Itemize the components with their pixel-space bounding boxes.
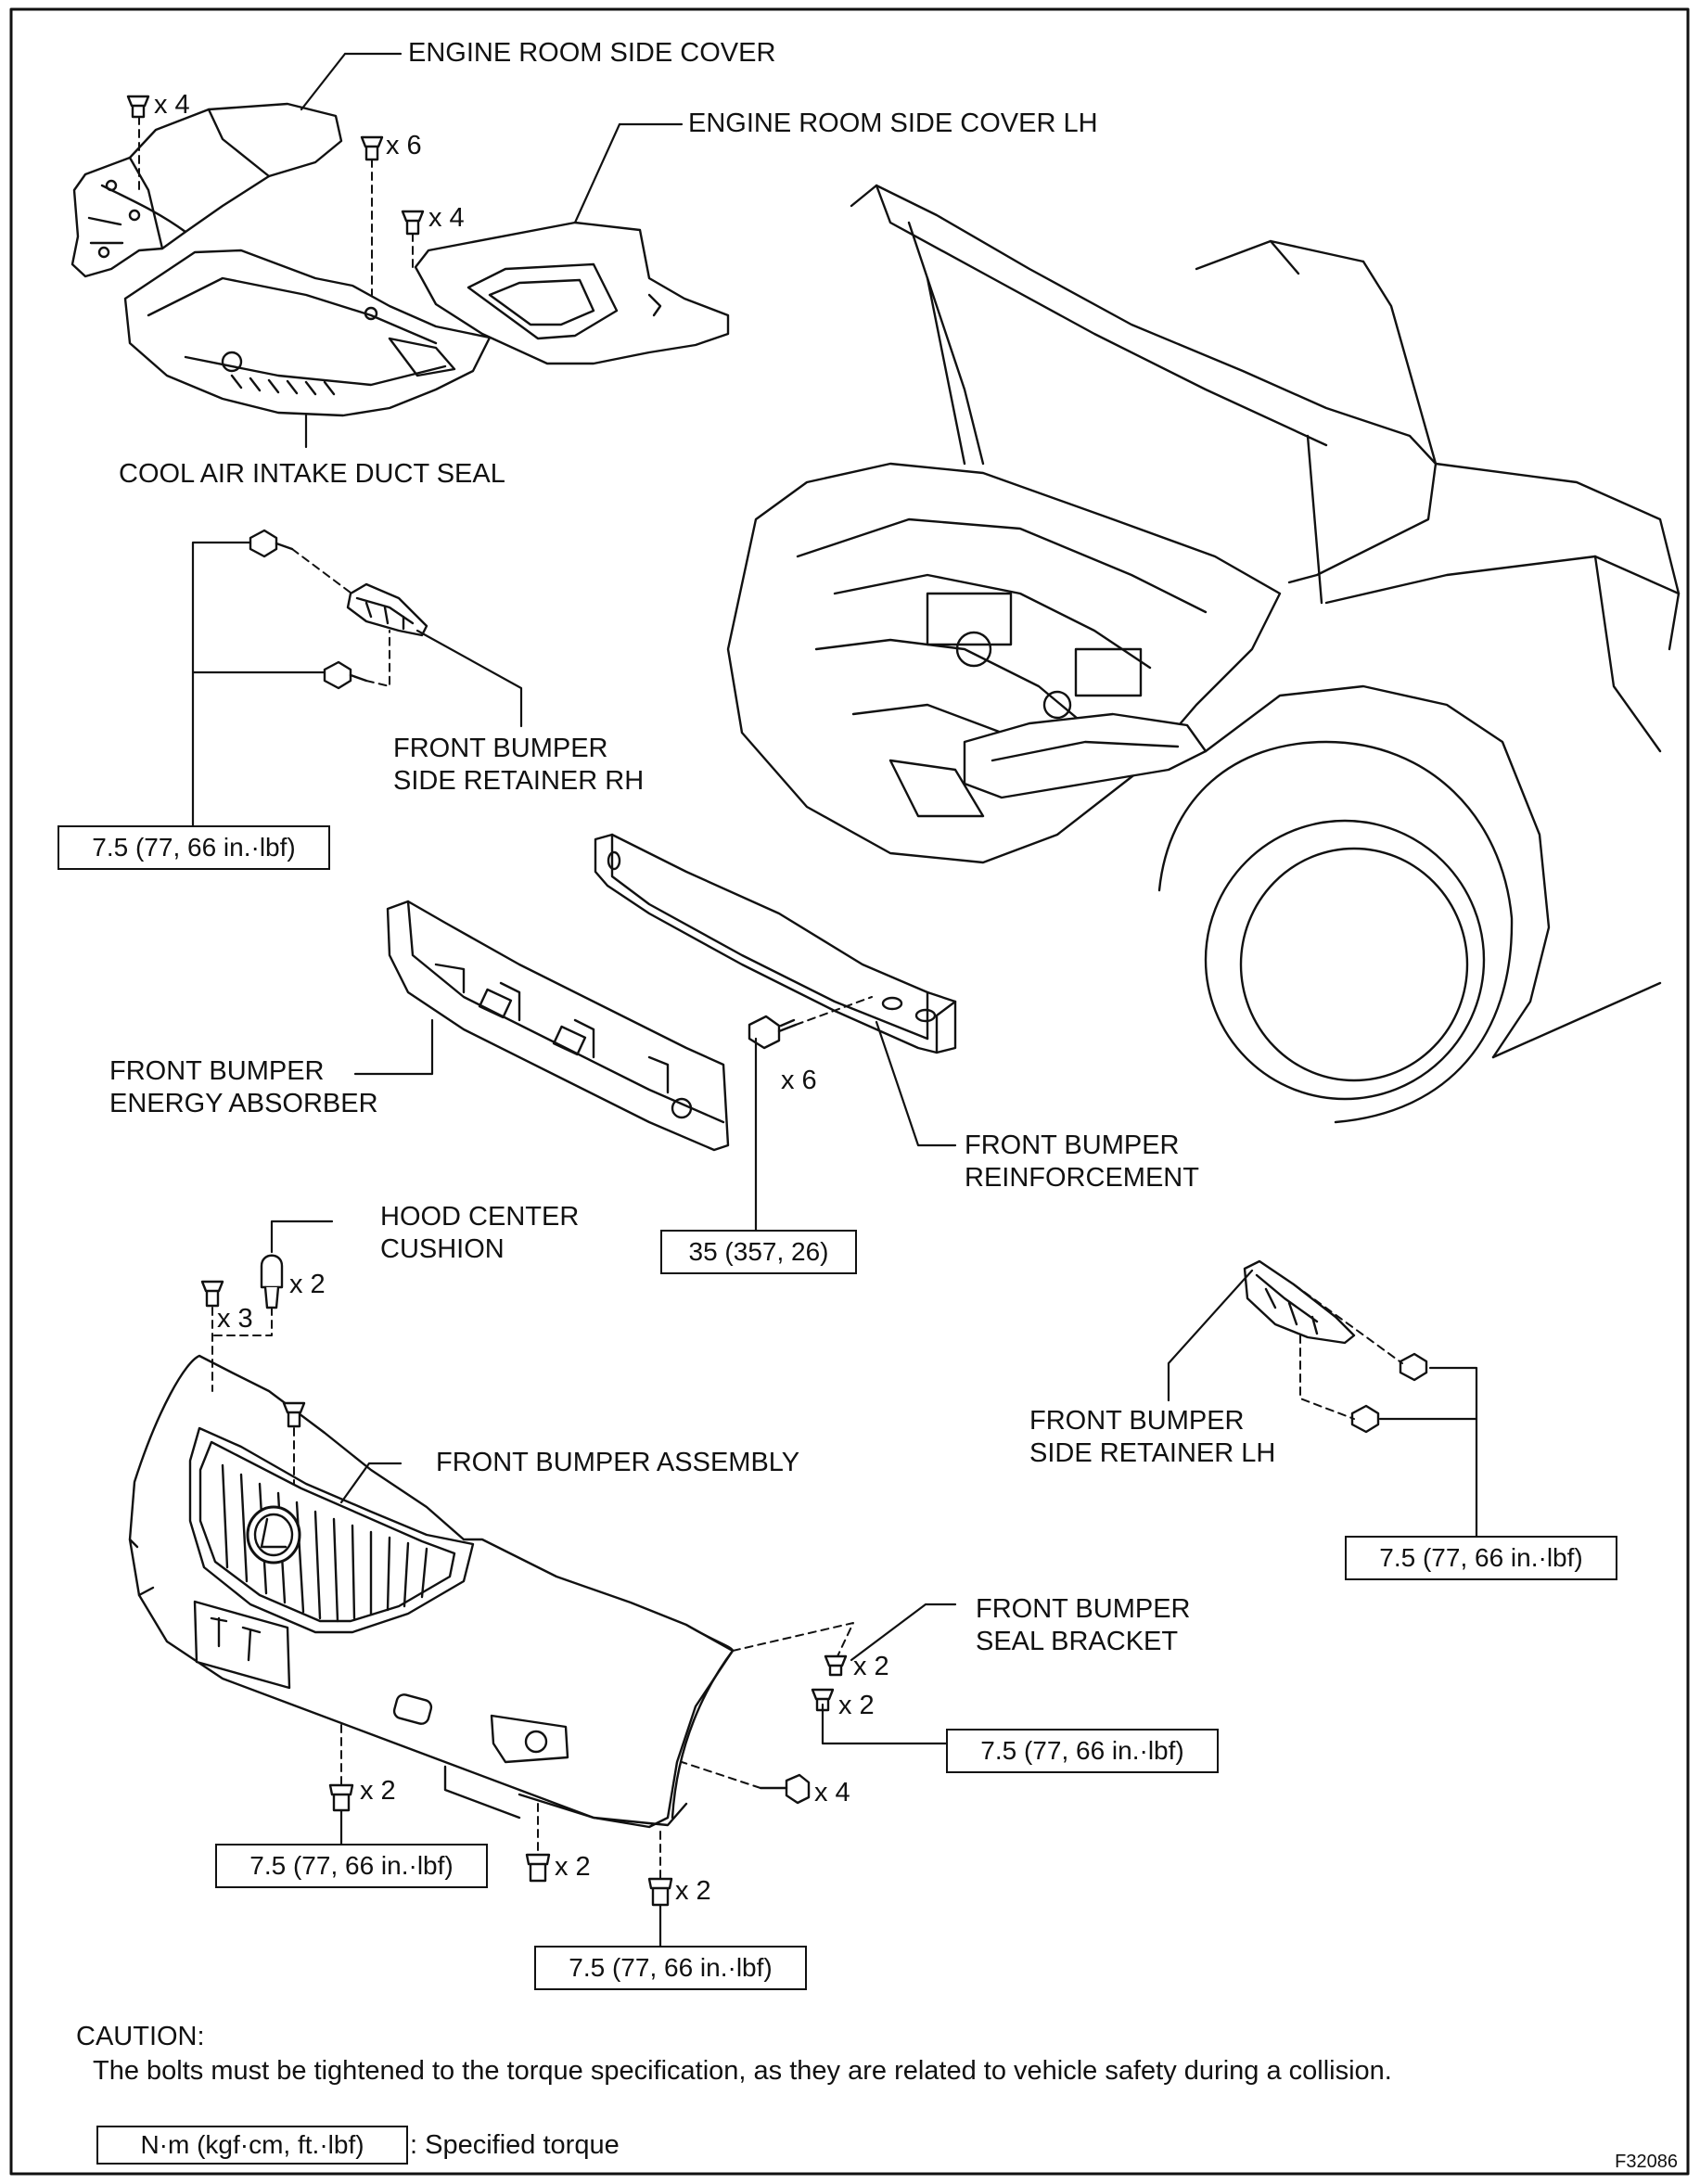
torque-spec-bottom-left: 7.5 (77, 66 in.·lbf) <box>215 1844 488 1888</box>
quantity-label: x 2 <box>853 1652 889 1681</box>
quantity-label: x 3 <box>217 1304 253 1334</box>
label-front-bumper-side-retainer-lh: FRONT BUMPER SIDE RETAINER LH <box>1029 1405 1275 1470</box>
torque-spec-reinforcement: 35 (357, 26) <box>660 1230 857 1274</box>
label-front-bumper-assembly: FRONT BUMPER ASSEMBLY <box>436 1448 800 1477</box>
quantity-label: x 6 <box>386 131 422 160</box>
label-line: SEAL BRACKET <box>976 1627 1179 1656</box>
label-front-bumper-reinforcement: FRONT BUMPER REINFORCEMENT <box>965 1130 1199 1194</box>
front-bumper-side-retainer-lh-drawing <box>1243 1259 1428 1434</box>
torque-spec-retainer-rh: 7.5 (77, 66 in.·lbf) <box>58 825 330 870</box>
front-bumper-assembly-drawing <box>128 1354 735 1829</box>
label-line: FRONT BUMPER <box>393 734 608 763</box>
label-line: FRONT BUMPER <box>976 1594 1191 1624</box>
quantity-label: x 6 <box>781 1066 817 1095</box>
front-bumper-reinforcement-drawing <box>594 833 957 1054</box>
label-line: SIDE RETAINER LH <box>1029 1438 1276 1468</box>
label-line: REINFORCEMENT <box>965 1163 1199 1193</box>
quantity-label: x 4 <box>814 1778 850 1807</box>
quantity-label: x 2 <box>289 1270 326 1299</box>
torque-spec-bottom-right: 7.5 (77, 66 in.·lbf) <box>534 1946 807 1990</box>
torque-spec-retainer-lh: 7.5 (77, 66 in.·lbf) <box>1345 1536 1617 1580</box>
caution-text: The bolts must be tightened to the torqu… <box>93 2056 1392 2086</box>
caution-title: CAUTION: <box>76 2022 205 2051</box>
leader-lines <box>191 52 1478 1949</box>
alignment-lines <box>138 116 1403 1880</box>
front-bumper-side-retainer-rh-drawing <box>249 529 428 690</box>
quantity-label: x 2 <box>838 1691 875 1720</box>
quantity-label: x 2 <box>360 1776 396 1806</box>
figure-code: F32086 <box>1615 2152 1678 2172</box>
engine-room-side-cover-drawing <box>70 102 343 278</box>
label-front-bumper-side-retainer-rh: FRONT BUMPER SIDE RETAINER RH <box>393 733 644 798</box>
label-cool-air-intake-duct-seal: COOL AIR INTAKE DUCT SEAL <box>119 459 505 489</box>
label-hood-center-cushion: HOOD CENTER CUSHION <box>380 1201 579 1266</box>
label-engine-room-side-cover: ENGINE ROOM SIDE COVER <box>408 38 776 68</box>
label-line: FRONT BUMPER <box>109 1056 325 1086</box>
engine-room-side-cover-lh-drawing <box>414 221 730 365</box>
label-line: ENERGY ABSORBER <box>109 1089 378 1118</box>
label-engine-room-side-cover-lh: ENGINE ROOM SIDE COVER LH <box>688 109 1098 138</box>
label-line: FRONT BUMPER <box>1029 1406 1245 1436</box>
torque-legend-symbol: N·m (kgf·cm, ft.·lbf) <box>96 2126 408 2165</box>
label-line: SIDE RETAINER RH <box>393 766 645 796</box>
torque-spec-seal-bracket: 7.5 (77, 66 in.·lbf) <box>946 1729 1219 1773</box>
label-front-bumper-seal-bracket: FRONT BUMPER SEAL BRACKET <box>976 1593 1190 1658</box>
quantity-label: x 2 <box>675 1876 711 1906</box>
quantity-label: x 2 <box>555 1852 591 1882</box>
label-front-bumper-energy-absorber: FRONT BUMPER ENERGY ABSORBER <box>109 1055 378 1120</box>
label-line: CUSHION <box>380 1234 505 1264</box>
label-line: FRONT BUMPER <box>965 1130 1180 1160</box>
cool-air-intake-duct-seal-drawing <box>123 249 492 417</box>
quantity-label: x 4 <box>154 90 190 120</box>
page-frame <box>9 7 1690 2176</box>
front-bumper-energy-absorber-drawing <box>386 900 730 1152</box>
torque-legend-text: : Specified torque <box>410 2130 620 2160</box>
quantity-label: x 4 <box>428 203 465 233</box>
vehicle-drawing <box>726 184 1681 1124</box>
label-line: HOOD CENTER <box>380 1202 580 1232</box>
